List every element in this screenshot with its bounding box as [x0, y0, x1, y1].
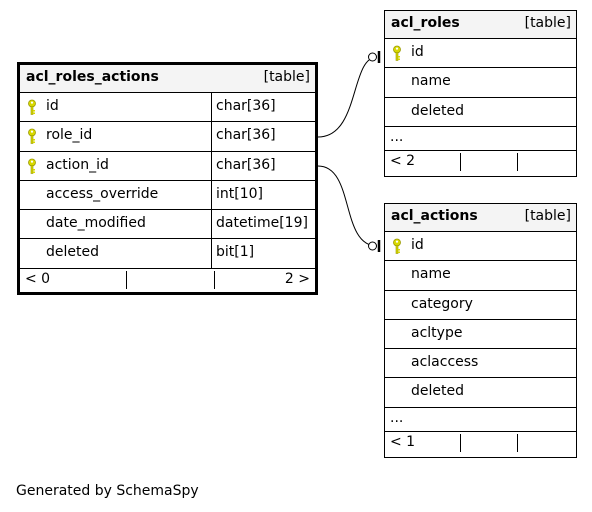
primary-key-icon [393, 45, 401, 61]
column-row-action-id[interactable]: action_id char[36] [20, 151, 315, 181]
link-role-id-to-acl-roles [317, 56, 378, 138]
cell-divider [211, 180, 212, 210]
footer-divider [517, 433, 518, 452]
footer-divider [460, 433, 461, 452]
table-acl-actions[interactable]: acl_actions [table] id name category acltyp… [384, 203, 577, 458]
cell-divider [211, 151, 212, 180]
column-type: char[36] [216, 127, 276, 144]
table-footer: < 2 [385, 151, 576, 173]
column-name: action_id [46, 156, 109, 173]
column-name: deleted [411, 102, 464, 119]
column-row-date-modified[interactable]: date_modified datetime[19] [20, 210, 315, 240]
column-row-deleted[interactable]: deleted [385, 98, 576, 127]
column-row-deleted[interactable]: deleted [385, 378, 576, 408]
column-name: access_override [46, 185, 159, 202]
generated-by-label: Generated by SchemaSpy [16, 483, 199, 499]
column-row-deleted[interactable]: deleted bit[1] [20, 239, 315, 269]
footer-divider [126, 270, 127, 289]
primary-key-icon [28, 99, 36, 115]
footer-divider [517, 152, 518, 171]
table-footer: < 1 [385, 432, 576, 454]
table-kind: [table] [524, 208, 571, 224]
table-header: acl_actions [table] [385, 204, 576, 232]
column-row-name[interactable]: name [385, 261, 576, 291]
table-name: acl_roles_actions [26, 69, 159, 85]
column-row-id[interactable]: id [385, 39, 576, 69]
column-row-aclaccess[interactable]: aclaccess [385, 349, 576, 379]
primary-key-icon [393, 238, 401, 254]
column-row-id[interactable]: id char[36] [20, 93, 315, 123]
column-name: id [411, 44, 424, 60]
table-name: acl_roles [391, 15, 460, 31]
column-name: name [411, 73, 451, 90]
column-name: date_modified [46, 215, 146, 232]
zero-or-one-marker [368, 241, 377, 251]
column-name: role_id [46, 127, 93, 144]
zero-or-one-marker [368, 52, 377, 62]
table-kind: [table] [524, 15, 571, 31]
table-kind: [table] [263, 69, 310, 85]
table-acl-roles[interactable]: acl_roles [table] id name deleted ... < 2 [384, 10, 577, 177]
more-columns: ... [385, 408, 576, 432]
parents-count: < 0 [25, 270, 51, 287]
primary-key-icon [28, 158, 36, 174]
column-row-acltype[interactable]: acltype [385, 320, 576, 350]
column-name: acltype [411, 324, 463, 341]
table-name: acl_actions [391, 208, 478, 224]
column-name: category [411, 295, 473, 312]
column-row-category[interactable]: category [385, 291, 576, 320]
column-row-access-override[interactable]: access_override int[10] [20, 180, 315, 211]
footer-divider [460, 152, 461, 171]
primary-key-icon [28, 128, 36, 145]
table-header: acl_roles_actions [table] [20, 65, 315, 93]
column-type: char[36] [216, 156, 276, 173]
column-name: name [411, 266, 451, 283]
column-type: char[36] [216, 98, 276, 114]
column-name: id [411, 237, 424, 253]
footer-divider [214, 270, 215, 289]
cell-divider [211, 93, 212, 122]
parents-count: < 1 [390, 433, 416, 450]
cell-divider [211, 210, 212, 239]
column-type: int[10] [216, 185, 263, 202]
column-name: aclaccess [411, 354, 479, 371]
table-header: acl_roles [table] [385, 11, 576, 39]
parents-count: < 2 [390, 152, 416, 169]
column-name: deleted [411, 383, 464, 400]
cell-divider [211, 239, 212, 268]
column-name: deleted [46, 244, 99, 261]
more-columns: ... [385, 127, 576, 151]
table-footer: < 0 2 > [20, 269, 315, 291]
link-action-id-to-acl-actions [317, 165, 378, 247]
column-type: bit[1] [216, 244, 255, 261]
children-count: 2 > [284, 270, 310, 287]
column-name: id [46, 98, 59, 114]
cell-divider [211, 122, 212, 151]
column-type: datetime[19] [216, 215, 308, 232]
column-row-name[interactable]: name [385, 68, 576, 98]
column-row-id[interactable]: id [385, 232, 576, 262]
column-row-role-id[interactable]: role_id char[36] [20, 122, 315, 152]
